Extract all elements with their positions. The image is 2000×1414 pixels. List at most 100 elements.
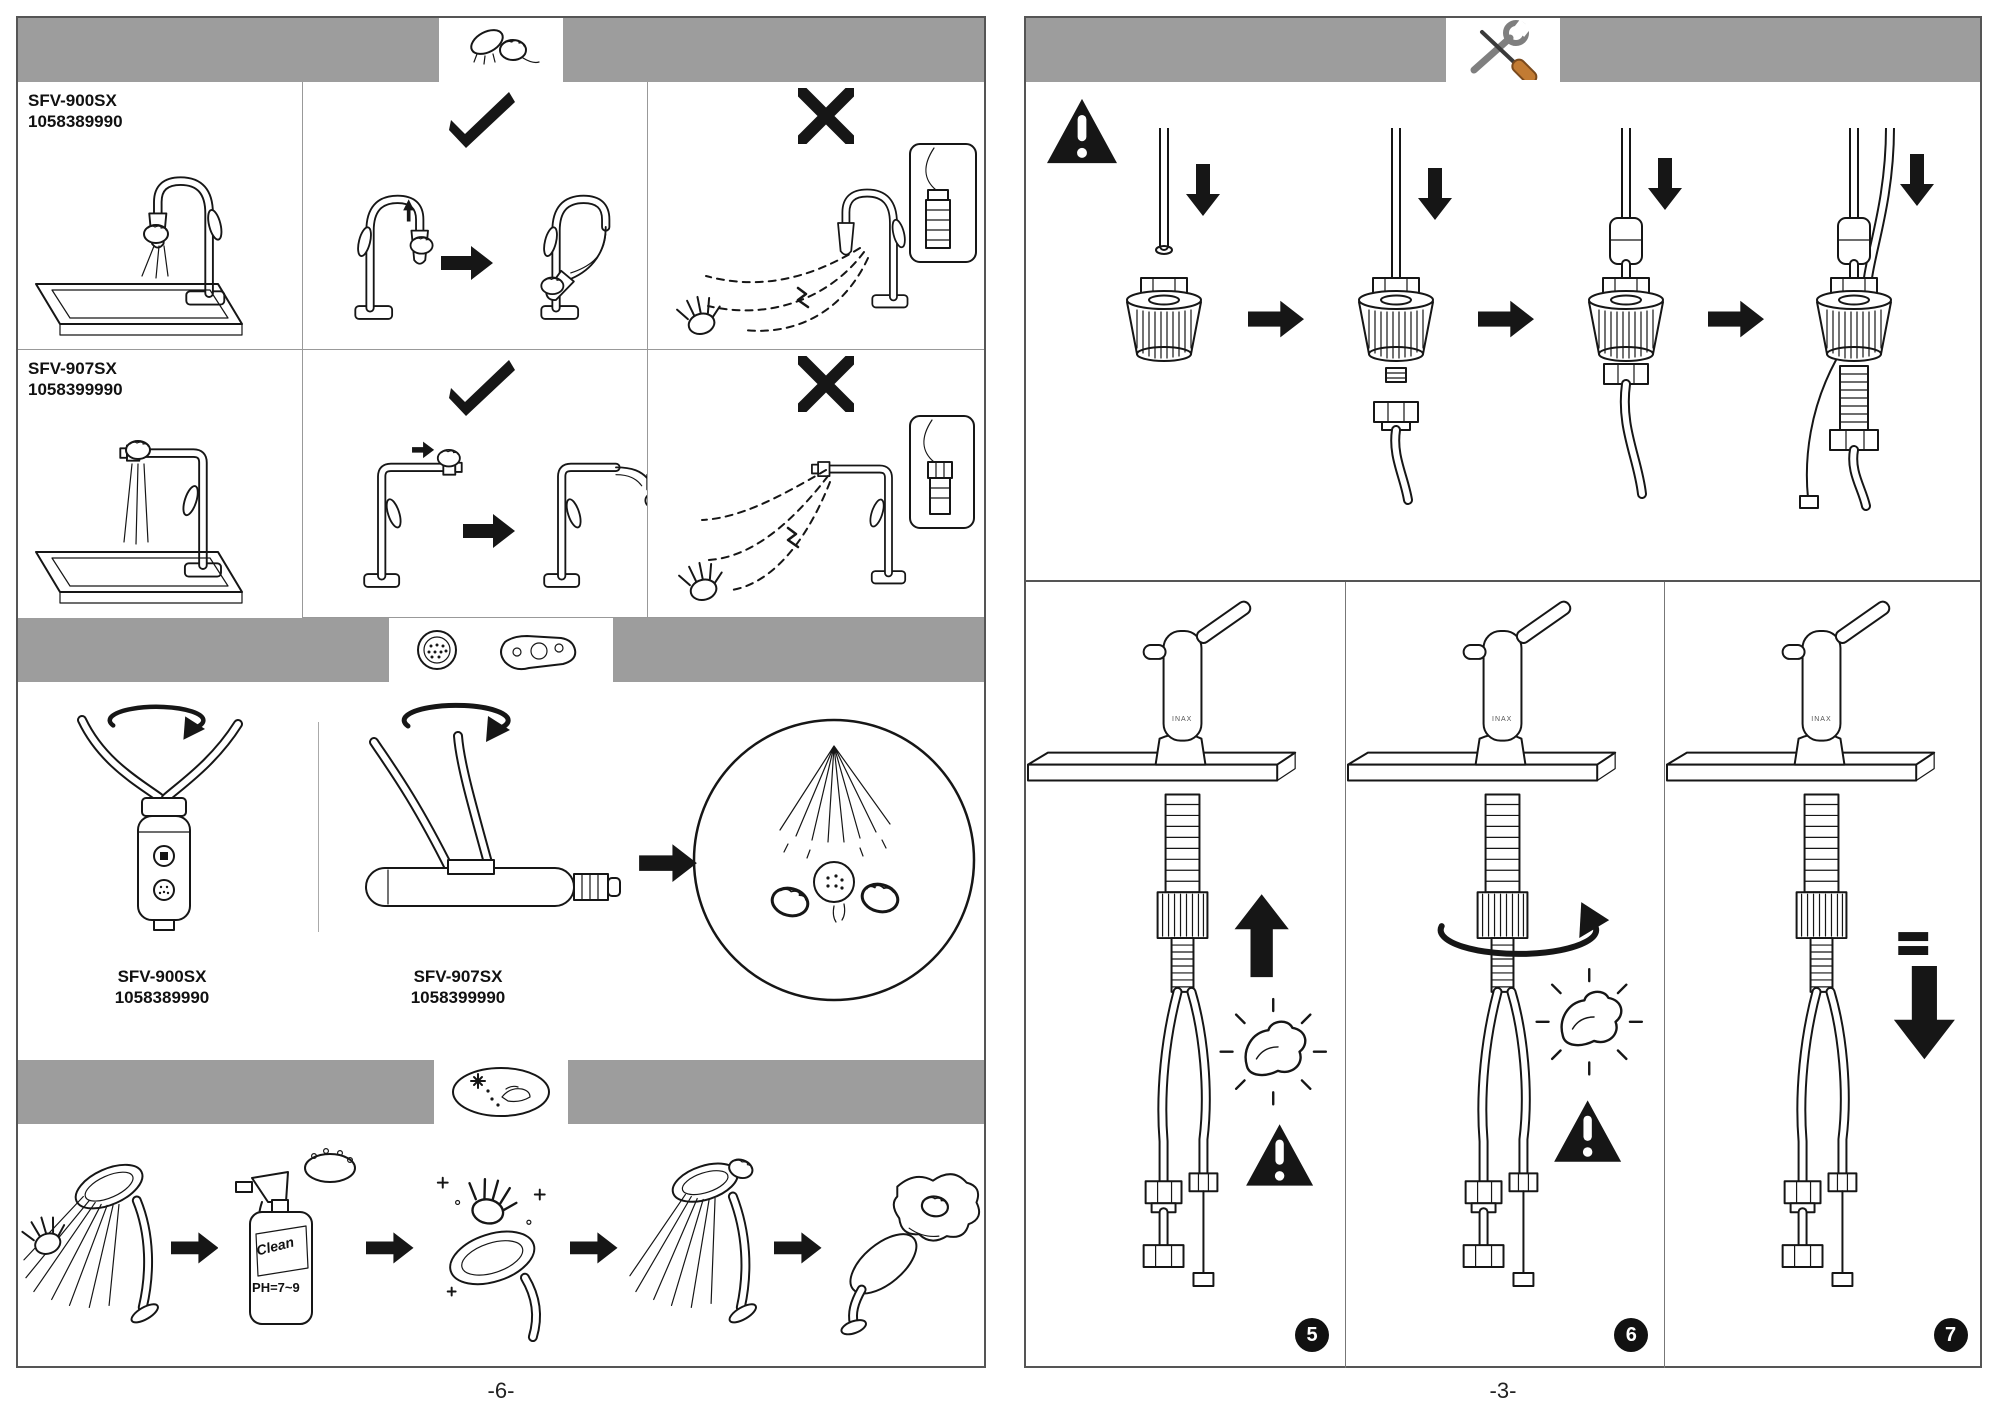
down-arrow-icon	[1894, 965, 1956, 1060]
brand-mark: INAX	[1492, 716, 1513, 723]
open-hand-icon	[460, 1173, 521, 1230]
sink-pullout-illustration	[35, 440, 243, 604]
model-label-sfv907: SFV-907SX 1058399990	[28, 358, 123, 400]
banner-tools	[1026, 18, 1980, 82]
manual-page-operation: SFV-900SX 1058389990	[16, 16, 986, 1368]
right-arrow-icon	[463, 514, 515, 548]
model-name: SFV-900SX	[28, 91, 117, 110]
down-arrow-icon	[1648, 158, 1682, 210]
sink-pulldown-illustration	[35, 134, 243, 336]
cleaning-section: Clean PH=7~9	[18, 1124, 984, 1370]
spray-rinse-again-illustration	[628, 1155, 757, 1324]
cross-icon	[798, 356, 854, 412]
model-name: SFV-900SX	[117, 967, 207, 986]
correct-usage-illustration	[303, 441, 647, 612]
aerator-iconbox	[389, 618, 613, 682]
model-cell-sfv907: SFV-907SX 1058399990	[18, 350, 303, 618]
wrong-usage-cell-sfv900	[648, 82, 984, 350]
hand-icon	[857, 879, 903, 917]
hand-icon	[125, 440, 151, 460]
hand-tighten-icon	[1219, 997, 1328, 1106]
warning-icon	[1246, 1124, 1314, 1186]
checkmark-icon	[449, 92, 515, 148]
hand-cleaning-icon	[452, 1067, 550, 1117]
hose-stage-4	[1799, 128, 1934, 511]
correct-usage-cell-sfv900	[303, 82, 648, 350]
right-arrow-icon	[1478, 300, 1534, 338]
model-name: SFV-907SX	[413, 967, 503, 986]
hand-scrub-illustration	[436, 1173, 546, 1343]
aerator-and-plate-icon	[417, 630, 577, 671]
maintenance-label-sfv900: SFV-900SX 1058389990	[52, 966, 272, 1008]
down-arrow-icon	[1186, 164, 1220, 216]
maintenance-section: SFV-900SX 1058389990 SFV-907SX 105839999…	[18, 682, 984, 1060]
spout-unscrew-illustration	[365, 700, 621, 907]
installation-steps-section: INAX 5 INAX 6 INAX 7	[1026, 582, 1980, 1368]
right-arrow-icon	[774, 1232, 822, 1264]
divider	[318, 722, 319, 932]
right-arrow-icon	[1248, 300, 1304, 338]
step-badge-6: 6	[1614, 1318, 1649, 1352]
cleaner-bottle-figure: Clean PH=7~9	[222, 1142, 362, 1352]
wrong-usage-cell-sfv907	[648, 350, 984, 618]
step-badge-5: 5	[1295, 1318, 1329, 1352]
under-counter-illustration	[1026, 582, 1328, 1332]
down-arrow-icon	[1418, 168, 1452, 220]
warning-icon	[1554, 1100, 1622, 1162]
step-badge-7: 7	[1933, 1318, 1968, 1352]
banner-aerator	[18, 618, 984, 682]
right-arrow-icon	[170, 1232, 219, 1264]
checkmark-icon	[449, 360, 515, 416]
banner-operation	[18, 18, 984, 82]
sprayhead-unscrew-illustration	[77, 700, 243, 931]
hose-stage-1	[1126, 128, 1220, 362]
hand-icon	[767, 883, 813, 921]
cross-icon	[798, 88, 854, 144]
brand-mark: INAX	[1811, 716, 1832, 723]
aerator-cleaning-magnified	[692, 718, 976, 1002]
model-label-sfv900: SFV-900SX 1058389990	[28, 90, 123, 132]
open-hand-icon	[674, 291, 727, 340]
spray-rinse-illustration	[19, 1163, 159, 1324]
up-arrow-icon	[1234, 894, 1289, 978]
right-arrow-icon	[570, 1232, 618, 1264]
wipe-dry-illustration	[840, 1173, 980, 1336]
page-number-left: -6-	[487, 1378, 515, 1403]
correct-usage-illustration	[303, 144, 611, 344]
brand-mark: INAX	[1172, 716, 1193, 723]
right-arrow-icon	[441, 246, 493, 280]
hand-tighten-icon	[1535, 967, 1644, 1076]
model-code: 1058389990	[114, 988, 210, 1007]
wrong-usage-illustration	[676, 415, 975, 606]
model-code: 1058389990	[28, 112, 123, 131]
open-hand-icon	[676, 557, 729, 606]
hose-stage-2	[1358, 128, 1452, 505]
model-name: SFV-907SX	[28, 359, 117, 378]
correct-usage-cell-sfv907	[303, 350, 648, 618]
under-counter-illustration	[1346, 582, 1644, 1332]
model-code: 1058399990	[410, 988, 506, 1007]
cleaner-ph-label: PH=7~9	[252, 1280, 300, 1295]
model-code: 1058399990	[28, 380, 123, 399]
hose-stage-3	[1588, 128, 1682, 499]
rotate-arrow-icon	[110, 707, 205, 740]
cleaner-bottle-illustration	[235, 1147, 357, 1325]
maintenance-label-sfv907: SFV-907SX 1058399990	[348, 966, 568, 1008]
usage-section: SFV-900SX 1058389990	[18, 82, 984, 618]
cleaning-iconbox	[434, 1060, 568, 1124]
tools-iconbox	[1446, 18, 1560, 82]
hand-sprayer-icon	[470, 29, 540, 65]
install-step-5-panel: INAX 5	[1026, 582, 1345, 1368]
right-arrow-icon	[1708, 300, 1764, 338]
hand-icon	[143, 224, 169, 244]
wrong-usage-illustration	[674, 143, 977, 340]
manual-page-installation: INAX 5 INAX 6 INAX 7	[1024, 16, 1982, 1368]
under-counter-illustration	[1665, 582, 1956, 1332]
banner-cleaning	[18, 1060, 984, 1124]
down-arrow-icon	[1900, 154, 1934, 206]
hand-sprayer-iconbox	[439, 18, 563, 82]
model-cell-sfv900: SFV-900SX 1058389990	[18, 82, 303, 350]
page-number-right: -3-	[1489, 1378, 1517, 1403]
hose-connection-section	[1026, 82, 1980, 582]
tools-icon	[1470, 20, 1538, 80]
